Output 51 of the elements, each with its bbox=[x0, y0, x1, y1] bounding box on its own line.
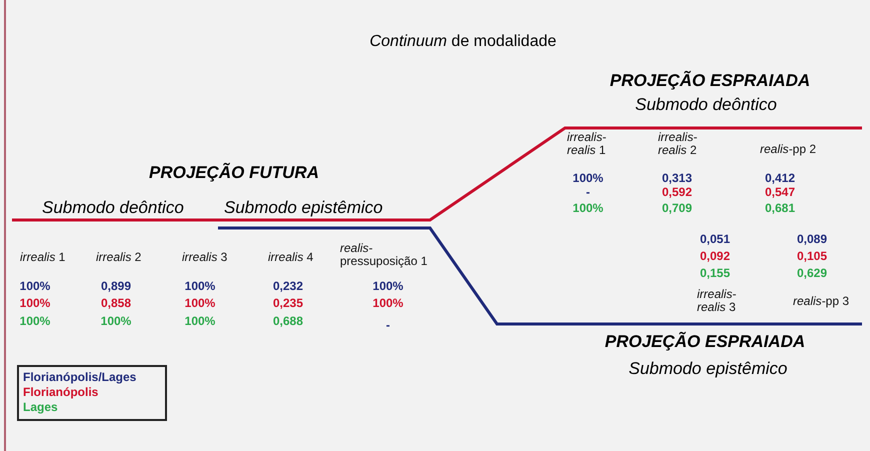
value-label: 100% bbox=[20, 315, 50, 328]
value-label: 100% bbox=[184, 315, 216, 328]
category-label: irrealis-realis 3 bbox=[697, 288, 738, 314]
diagram-title: Continuum de modalidade bbox=[370, 33, 556, 51]
submode-label: Submodo epistêmico bbox=[224, 199, 383, 218]
value-label: 0,232 bbox=[272, 280, 304, 294]
legend-entry: Florianópolis/Lages bbox=[23, 370, 136, 385]
value-label: 0,051 bbox=[700, 233, 730, 246]
submode-label: Submodo deôntico bbox=[42, 199, 184, 218]
category-label: irrealis-realis 1 bbox=[567, 131, 608, 158]
category-label: realis-pp 2 bbox=[760, 143, 816, 156]
category-label: irrealis-realis 2 bbox=[658, 131, 698, 158]
value-label: 0,412 bbox=[764, 172, 796, 186]
value-label: 100% bbox=[184, 280, 216, 294]
value-label: 100% bbox=[572, 172, 604, 186]
value-label: 0,105 bbox=[796, 250, 828, 264]
value-label: - bbox=[386, 319, 390, 332]
value-label: 100% bbox=[572, 202, 604, 216]
projection-heading: PROJEÇÃO ESPRAIADA bbox=[604, 333, 806, 352]
legend-entry: Florianópolis bbox=[23, 385, 98, 400]
category-label: irrealis 2 bbox=[96, 251, 142, 264]
submode-label: Submodo deôntico bbox=[635, 96, 777, 115]
legend-entry: Lages bbox=[23, 400, 58, 415]
value-label: 100% bbox=[20, 280, 50, 294]
value-label: 0,681 bbox=[764, 202, 796, 216]
projection-heading: PROJEÇÃO ESPRAIADA bbox=[610, 72, 810, 91]
value-label: 100% bbox=[372, 297, 404, 310]
value-label: 0,313 bbox=[662, 172, 692, 186]
value-label: 0,688 bbox=[272, 315, 304, 328]
value-label: 0,899 bbox=[100, 280, 132, 294]
value-label: 100% bbox=[372, 280, 404, 294]
category-label: irrealis 3 bbox=[182, 251, 228, 264]
value-label: 0,092 bbox=[700, 250, 730, 264]
value-label: 0,629 bbox=[796, 267, 828, 280]
value-label: 0,089 bbox=[796, 233, 828, 246]
category-label: realis-pp 3 bbox=[793, 295, 850, 308]
category-label: realis-pressuposição 1 bbox=[340, 242, 428, 268]
value-label: - bbox=[586, 186, 590, 200]
category-label: irrealis 4 bbox=[268, 251, 314, 264]
submode-label: Submodo epistêmico bbox=[628, 360, 788, 379]
value-label: 0,235 bbox=[272, 297, 304, 310]
value-label: 100% bbox=[20, 297, 50, 310]
value-label: 0,547 bbox=[764, 186, 796, 200]
value-label: 100% bbox=[100, 315, 132, 328]
value-label: 0,858 bbox=[100, 297, 132, 310]
value-label: 100% bbox=[184, 297, 216, 310]
value-label: 0,709 bbox=[662, 202, 692, 216]
projection-heading: PROJEÇÃO FUTURA bbox=[149, 164, 319, 183]
category-label: irrealis 1 bbox=[20, 251, 66, 264]
value-label: 0,155 bbox=[700, 267, 730, 280]
value-label: 0,592 bbox=[662, 186, 692, 200]
